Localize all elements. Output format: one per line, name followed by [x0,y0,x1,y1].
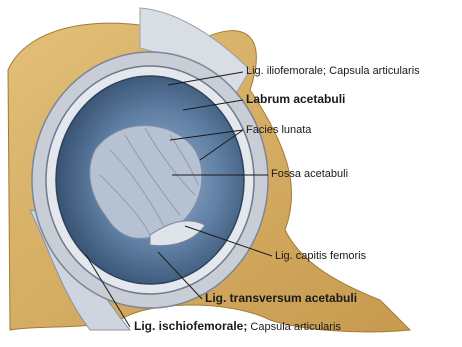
label-lig-iliofemorale: Lig. iliofemorale; Capsula articularis [246,65,420,78]
label-lig-transversum-acetabuli: Lig. transversum acetabuli [205,292,357,305]
label-fossa-acetabuli: Fossa acetabuli [271,168,348,181]
label-lig-capitis-femoris: Lig. capitis femoris [275,250,366,263]
label-facies-lunata: Facies lunata [246,124,311,137]
label-lig-ischiofemorale-rest: Capsula articularis [247,321,341,333]
label-lig-ischiofemorale: Lig. ischiofemorale; Capsula articularis [134,320,341,334]
label-labrum-acetabuli: Labrum acetabuli [246,93,345,106]
label-lig-ischiofemorale-bold: Lig. ischiofemorale; [134,319,247,333]
